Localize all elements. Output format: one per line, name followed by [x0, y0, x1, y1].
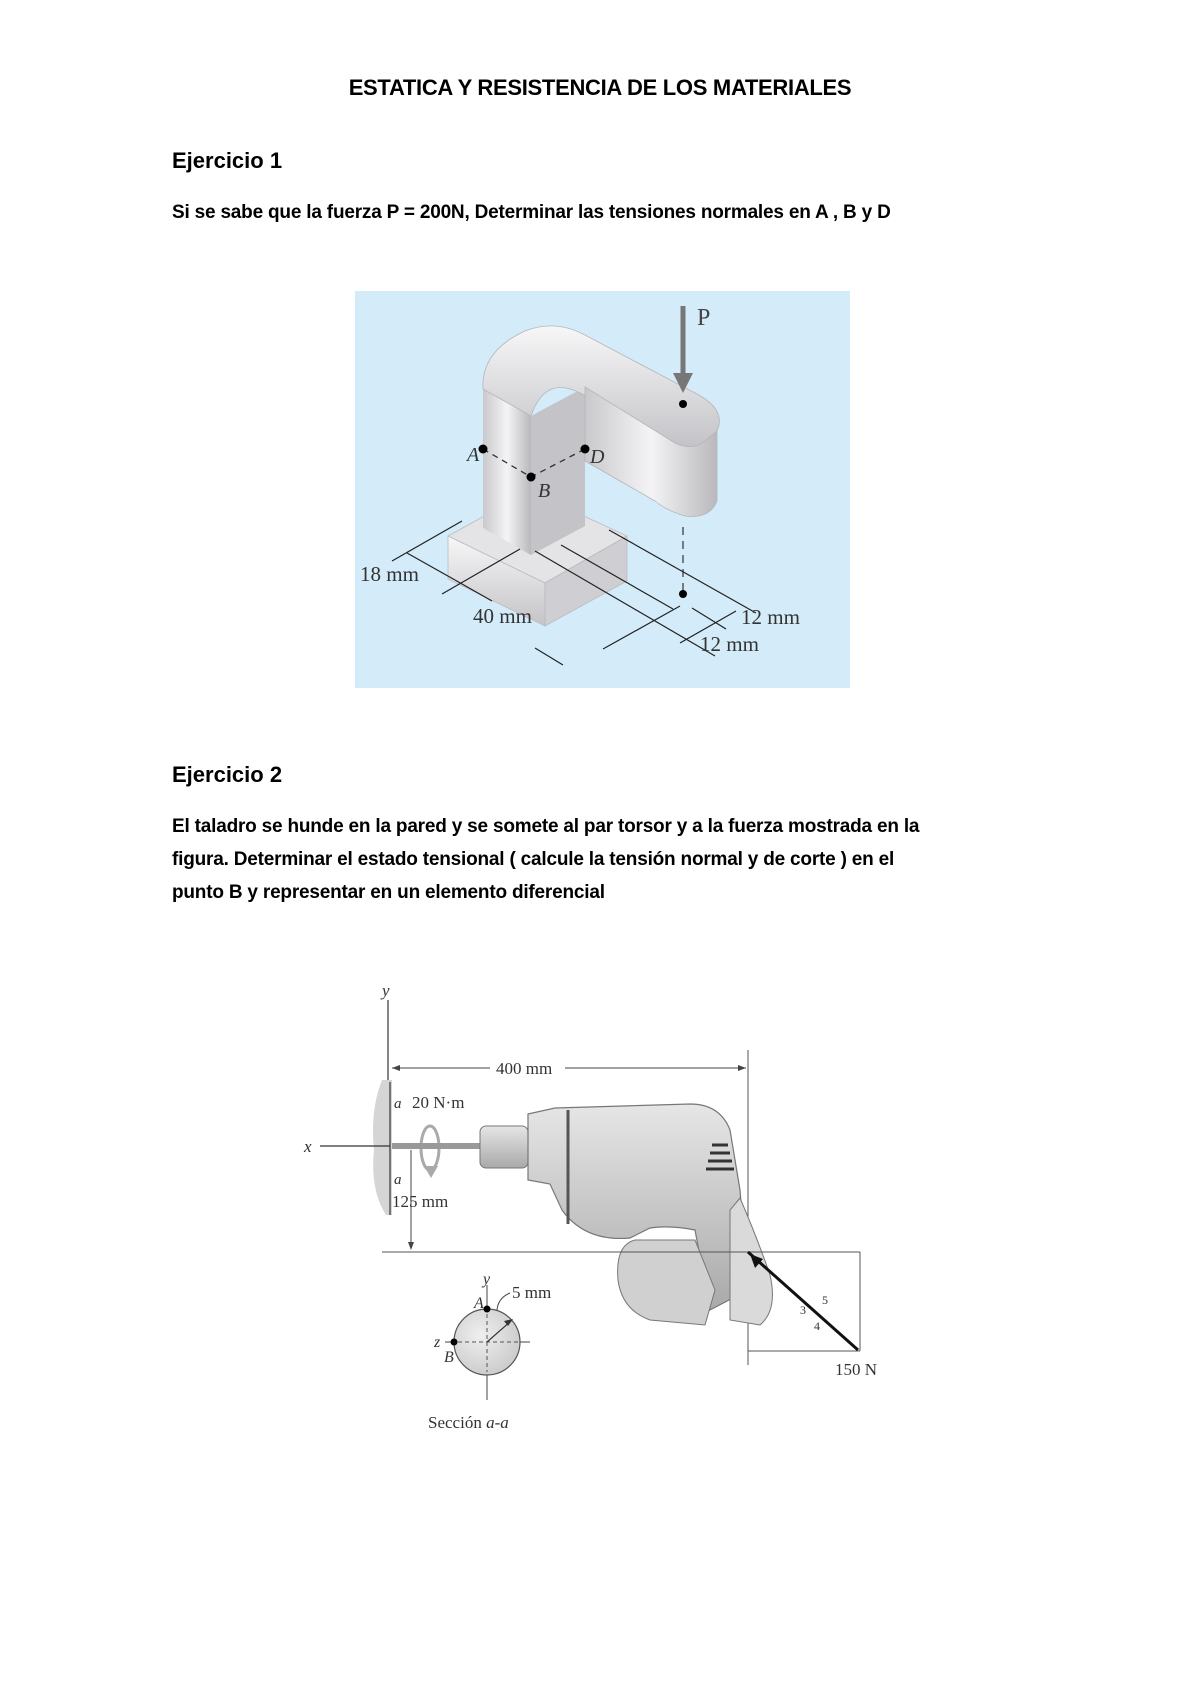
statement-line-1: El taladro se hunde en la pared y se som… [172, 816, 920, 837]
force-150n: 150 N [835, 1360, 877, 1379]
force-label-p: P [697, 305, 710, 331]
section-caption-italic: a-a [486, 1413, 509, 1432]
statement-line-3: punto B y representar en un elemento dif… [172, 882, 605, 903]
exercise-2-figure: y x a a 400 mm 20 N·m 125 m [300, 980, 900, 1440]
section-point-a: A [473, 1295, 484, 1312]
dim-12mm-b: 12 mm [700, 632, 759, 656]
section-axis-y: y [481, 1271, 491, 1288]
dim-400mm: 400 mm [496, 1059, 552, 1078]
axis-y-label: y [380, 981, 390, 1000]
axis-x-label: x [303, 1137, 312, 1156]
slope-3: 3 [800, 1303, 806, 1317]
section-caption-prefix: Sección [428, 1413, 486, 1432]
exercise-2-statement: El taladro se hunde en la pared y se som… [172, 810, 1052, 909]
slope-5: 5 [822, 1293, 828, 1307]
exercise-1-figure: P A B D 18 mm 40 mm 12 mm 12 mm [355, 291, 850, 688]
section-point-b: B [444, 1349, 454, 1366]
exercise-2-heading: Ejercicio 2 [172, 762, 283, 787]
section-marker-bottom: a [394, 1172, 402, 1188]
section-marker-top: a [394, 1096, 402, 1112]
dim-125mm: 125 mm [392, 1192, 448, 1211]
radius-5mm: 5 mm [512, 1283, 551, 1302]
dim-18mm: 18 mm [360, 562, 419, 586]
section-caption: Sección a-a [428, 1413, 509, 1432]
point-a-label: A [465, 444, 480, 466]
point-b-label: B [538, 480, 550, 502]
dim-12mm-a: 12 mm [741, 605, 800, 629]
exercise-1-heading: Ejercicio 1 [172, 148, 283, 173]
torque-label: 20 N·m [412, 1093, 464, 1112]
document-title: ESTATICA Y RESISTENCIA DE LOS MATERIALES [348, 75, 852, 100]
exercise-1-statement: Si se sabe que la fuerza P = 200N, Deter… [172, 202, 891, 223]
slope-4: 4 [814, 1319, 820, 1333]
point-d-label: D [589, 446, 605, 468]
dim-40mm: 40 mm [473, 604, 532, 628]
statement-line-2: figura. Determinar el estado tensional (… [172, 849, 895, 870]
section-axis-z: z [433, 1334, 441, 1351]
